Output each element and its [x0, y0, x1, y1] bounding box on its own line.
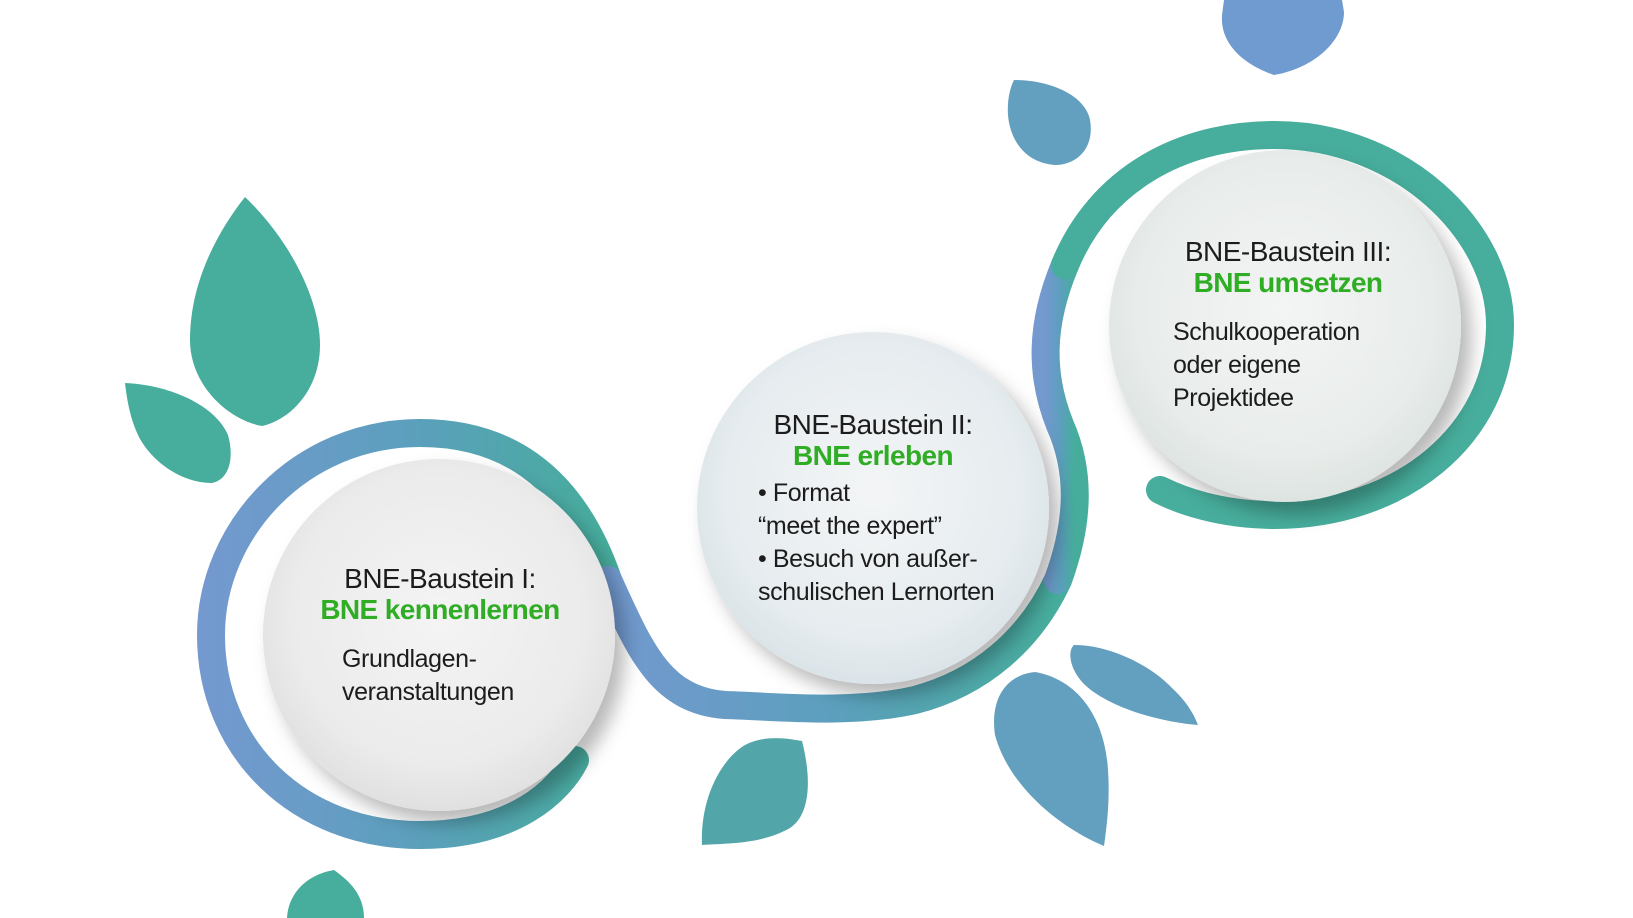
step-1-text: BNE-Baustein I: BNE kennenlernen Grundla…: [300, 563, 580, 709]
step-2-line: “meet the expert”: [758, 512, 942, 540]
leaf-top-mid: [1007, 80, 1091, 165]
step-2-body: • Format “meet the expert” • Besuch von …: [758, 477, 1013, 609]
step-1-body: Grundlagen- veranstaltungen: [342, 643, 580, 709]
step-3-text: BNE-Baustein III: BNE umsetzen Schulkoop…: [1148, 236, 1428, 415]
step-2-subtitle: BNE erleben: [793, 440, 954, 471]
step-3-line: Schulkooperation: [1173, 318, 1360, 346]
path-ring-left: [196, 418, 622, 850]
leaf-top-left-large: [190, 197, 320, 426]
leaf-top-right: [1221, 0, 1344, 75]
circle-step-3: [1109, 150, 1461, 502]
leaf-bottom-left: [287, 870, 364, 918]
path-connector-mid-right: [1031, 251, 1089, 594]
step-2-title: BNE-Baustein II:: [773, 409, 973, 440]
step-2-text: BNE-Baustein II: BNE erleben • Format “m…: [733, 409, 1013, 609]
step-circles: [263, 150, 1461, 811]
step-3-body: Schulkooperation oder eigene Projektidee: [1173, 316, 1428, 415]
step-3-line: Projektidee: [1173, 384, 1294, 412]
step-1-line: veranstaltungen: [342, 678, 514, 706]
path-ring-right: [1051, 120, 1515, 530]
step-3-line: oder eigene: [1173, 351, 1301, 379]
step-2-line: schulischen Lernorten: [758, 578, 995, 606]
path-connector-left-mid: [594, 566, 1072, 723]
process-path: [196, 120, 1515, 850]
leaf-left-small: [125, 383, 231, 483]
leaf-bottom-center: [701, 738, 808, 845]
step-2-line: • Format: [758, 479, 850, 507]
step-1-title: BNE-Baustein I:: [344, 563, 536, 594]
circle-step-1: [263, 459, 615, 811]
step-3-subtitle: BNE umsetzen: [1193, 267, 1383, 298]
step-2-line: • Besuch von außer-: [758, 545, 978, 573]
circle-step-2: [697, 332, 1049, 684]
leaf-decorations: [125, 0, 1344, 918]
step-3-title: BNE-Baustein III:: [1184, 236, 1392, 267]
leaf-bottom-right-small: [1070, 645, 1198, 725]
leaf-bottom-right-large: [994, 672, 1109, 846]
step-1-line: Grundlagen-: [342, 645, 477, 673]
step-1-subtitle: BNE kennenlernen: [320, 594, 560, 625]
